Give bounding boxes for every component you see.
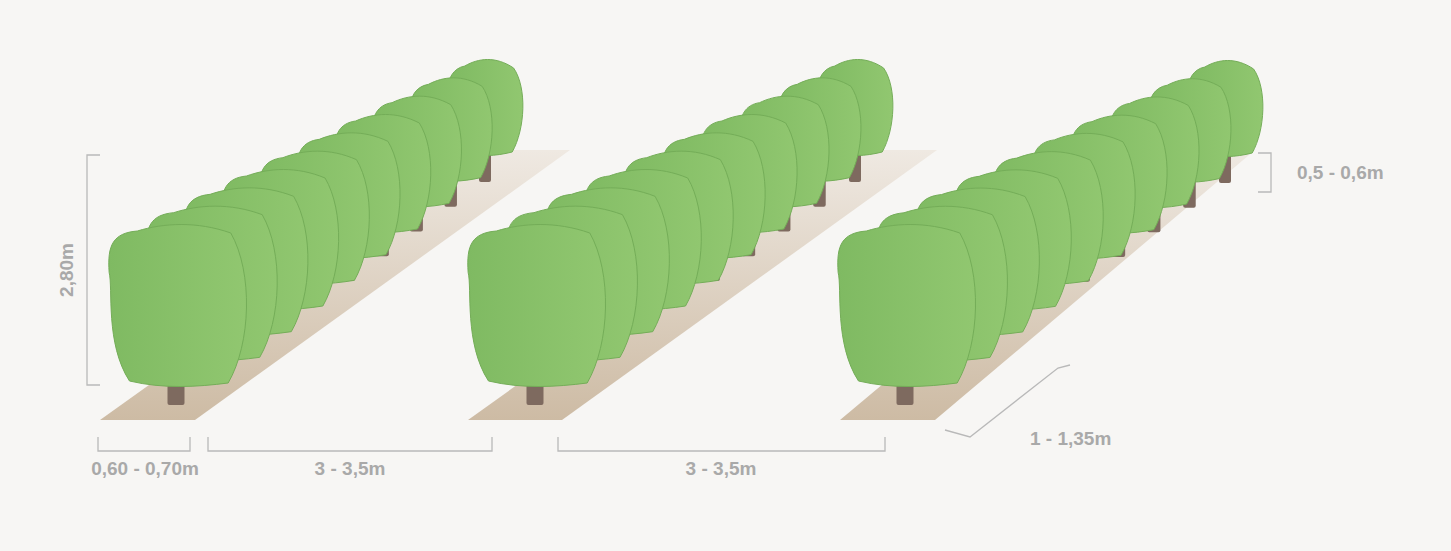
- dimension-label: 0,60 - 0,70m: [91, 459, 199, 478]
- tree: [109, 225, 247, 406]
- width-bracket: [98, 437, 190, 451]
- height-bracket: [87, 155, 100, 385]
- dimension-label: 1 - 1,35m: [1030, 429, 1111, 448]
- spacing-bracket: [558, 437, 885, 451]
- trunk-bracket: [1258, 153, 1271, 192]
- tree: [468, 225, 606, 406]
- dimension-label: 0,5 - 0,6m: [1297, 163, 1384, 182]
- tree-spacing-bracket: [945, 365, 1070, 437]
- tree-crown: [838, 225, 976, 387]
- tree-rows: [109, 60, 1263, 406]
- dimension-label: 3 - 3,5m: [315, 459, 386, 478]
- dimension-label: 3 - 3,5m: [686, 459, 757, 478]
- ground-strips: [100, 150, 1255, 420]
- tree: [838, 225, 976, 406]
- tree-crown: [468, 225, 606, 387]
- dimension-label: 2,80m: [57, 243, 76, 297]
- tree-crown: [109, 225, 247, 387]
- dimension-brackets: [87, 153, 1271, 451]
- spacing-bracket: [208, 437, 492, 451]
